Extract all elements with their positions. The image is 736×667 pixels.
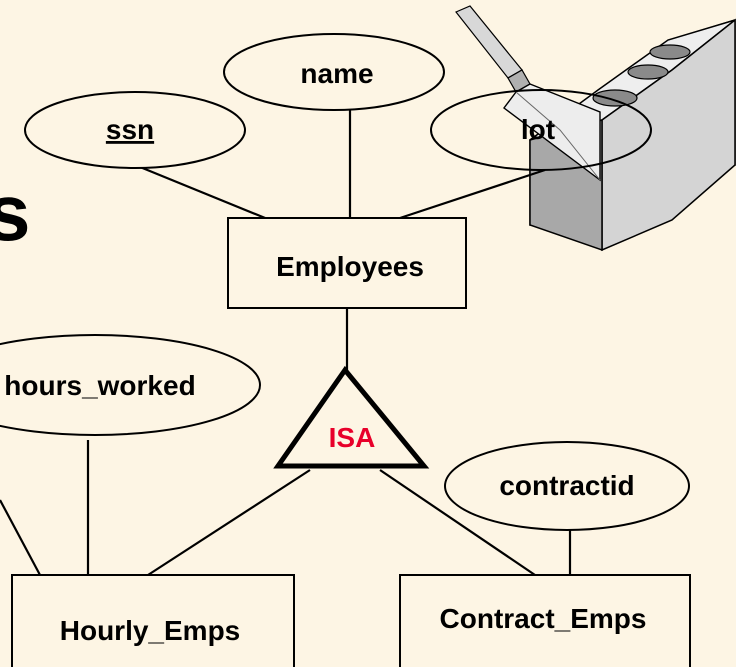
attribute-contractid-label: contractid bbox=[499, 470, 634, 501]
entity-hourly-emps-label: Hourly_Emps bbox=[60, 615, 241, 646]
attribute-hours-worked: hours_worked bbox=[0, 334, 261, 436]
entity-employees-label: Employees bbox=[276, 251, 424, 282]
connector-lines bbox=[0, 108, 572, 576]
attribute-ssn-label: ssn bbox=[106, 114, 154, 145]
attribute-lot-label: lot bbox=[521, 114, 555, 145]
attribute-lot: lot bbox=[430, 89, 652, 171]
attribute-contractid: contractid bbox=[444, 441, 690, 531]
entity-contract-emps-label: Contract_Emps bbox=[440, 603, 647, 634]
attribute-ssn: ssn bbox=[24, 91, 246, 169]
isa-label: ISA bbox=[329, 422, 376, 453]
slide-title-fragment: s bbox=[0, 168, 31, 257]
attribute-hours-worked-label: hours_worked bbox=[4, 370, 195, 401]
entity-contract-emps: Contract_Emps bbox=[399, 574, 691, 667]
attribute-name: name bbox=[223, 33, 445, 111]
entity-employees: Employees bbox=[227, 217, 467, 309]
entity-hourly-emps: Hourly_Emps bbox=[11, 574, 295, 667]
trowel-brick-icon bbox=[455, 5, 736, 252]
attribute-name-label: name bbox=[300, 58, 373, 89]
isa-triangle: ISA bbox=[273, 365, 430, 469]
